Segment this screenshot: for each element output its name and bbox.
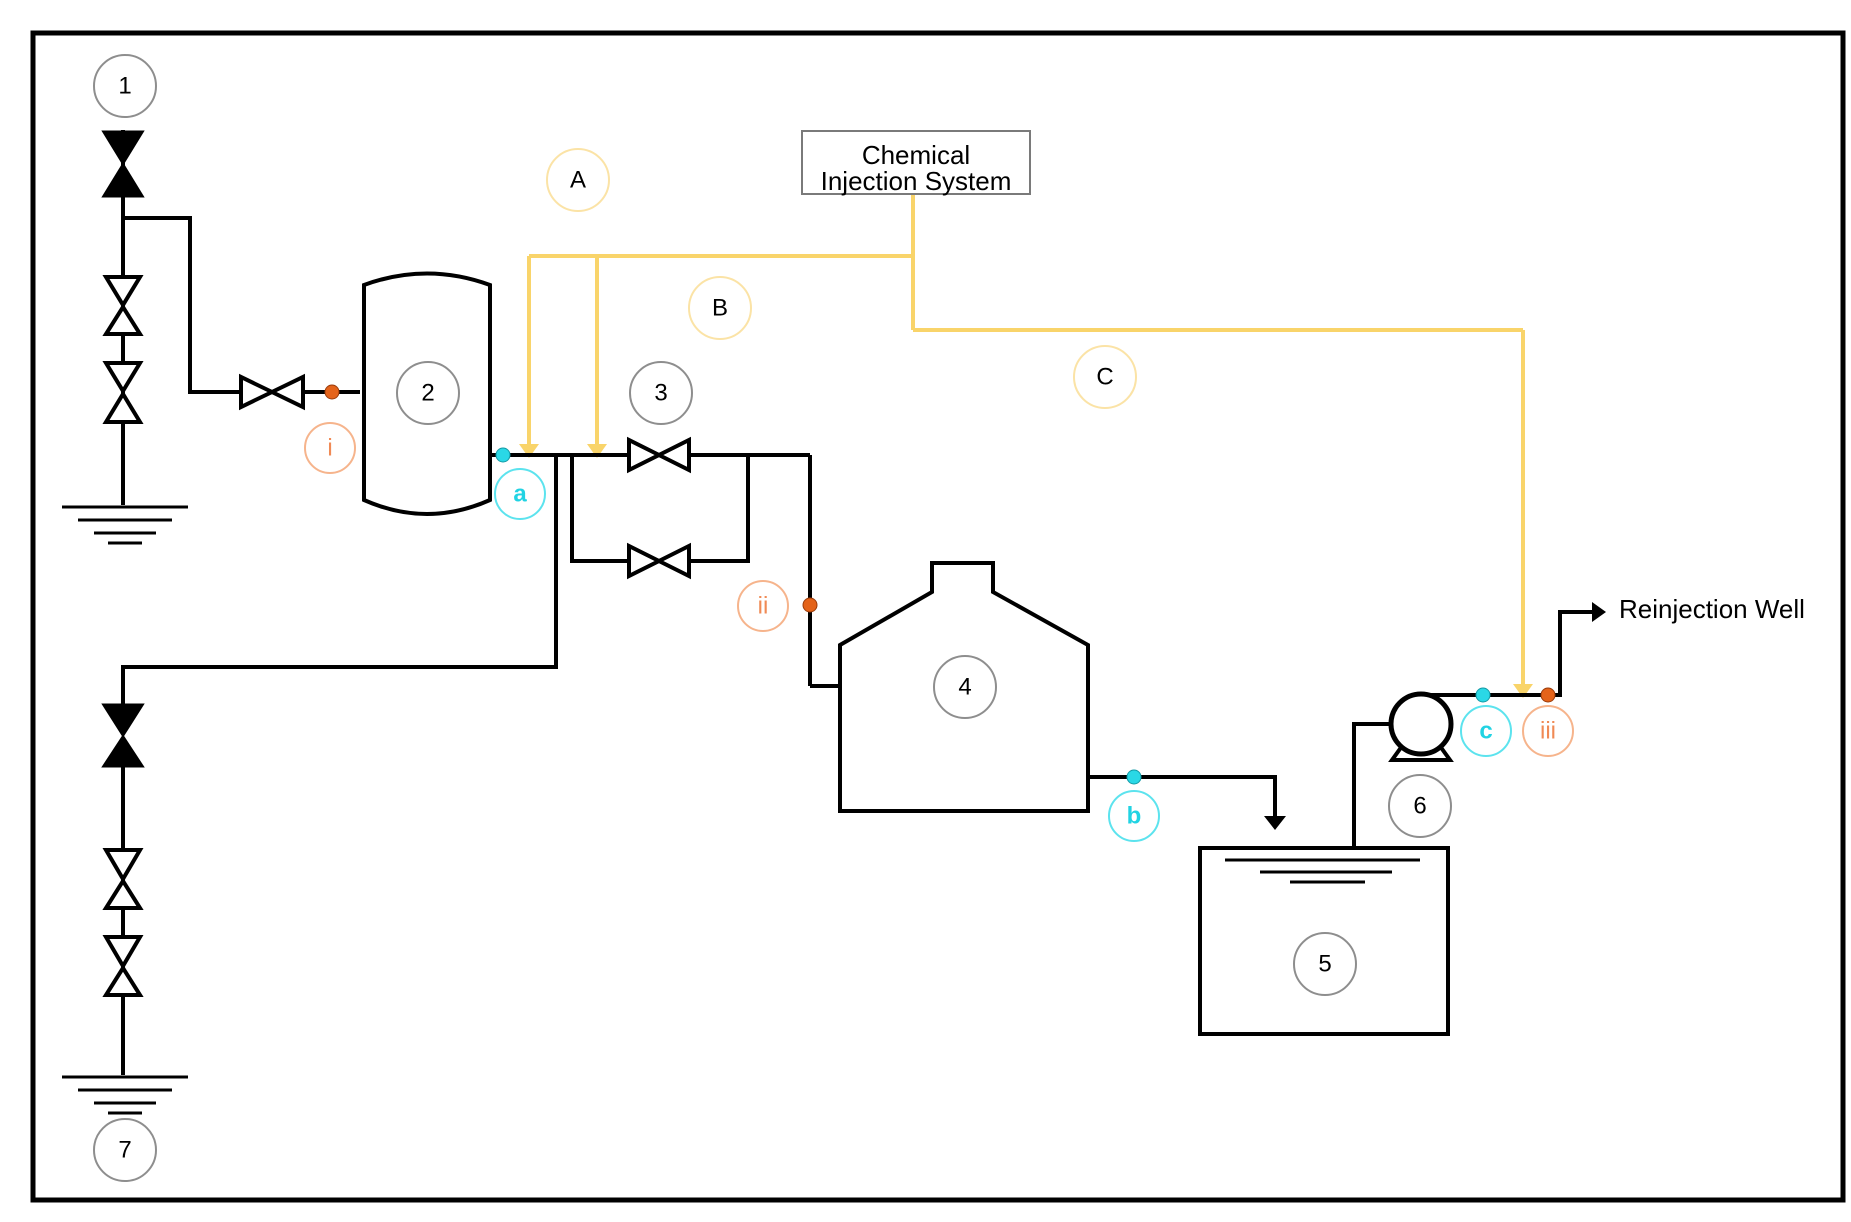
chemical-injection-arrows <box>519 444 1533 698</box>
sample-label-a-text: a <box>513 481 527 508</box>
ground-symbol-well7 <box>62 1075 188 1115</box>
injection-label-c: C <box>1073 345 1137 409</box>
sample-point-c-dot <box>1475 687 1491 703</box>
sample-label-i: i <box>304 422 356 474</box>
well1-master-valve <box>101 130 145 198</box>
injection-label-c-text: C <box>1096 364 1113 391</box>
sample-label-c-text: c <box>1479 718 1492 745</box>
sample-point-ii-dot <box>802 597 818 613</box>
equipment-label-6: 6 <box>1388 774 1452 838</box>
sample-point-i-dot <box>324 384 340 400</box>
flow-arrow-right <box>1592 602 1606 622</box>
sample-point-b-dot <box>1126 769 1142 785</box>
well7-valve-2 <box>102 848 144 910</box>
equipment-label-4-text: 4 <box>958 674 971 701</box>
sample-label-iii-text: iii <box>1540 718 1556 745</box>
well1-valve-2 <box>102 275 144 336</box>
sample-label-b: b <box>1108 790 1160 842</box>
valve-3-bypass <box>627 542 691 580</box>
sample-label-a: a <box>494 468 546 520</box>
injection-arrow-b <box>587 444 607 458</box>
pit-liquid-level <box>1225 858 1420 884</box>
reinjection-well-label: Reinjection Well <box>1619 594 1805 624</box>
chemical-box-line1: Chemical <box>862 140 970 170</box>
equipment-label-4: 4 <box>933 655 997 719</box>
equipment-label-6-text: 6 <box>1413 793 1426 820</box>
valve-3-main <box>627 436 691 474</box>
injection-label-a-text: A <box>570 167 586 194</box>
injection-arrow-a <box>519 444 539 458</box>
equipment-label-5: 5 <box>1293 932 1357 996</box>
sample-label-ii: ii <box>737 580 789 632</box>
injection-label-b-text: B <box>712 295 728 322</box>
chemical-injection-lines <box>527 195 1525 688</box>
equipment-label-3-text: 3 <box>654 380 667 407</box>
sample-label-iii: iii <box>1522 705 1574 757</box>
equipment-label-7-text: 7 <box>118 1137 131 1164</box>
equipment-label-1-text: 1 <box>118 73 131 100</box>
chemical-box-line2: Injection System <box>821 166 1012 196</box>
chemical-injection-box <box>801 130 1031 195</box>
sample-point-a-dot <box>495 447 511 463</box>
equipment-label-1: 1 <box>93 54 157 118</box>
sample-label-c: c <box>1460 705 1512 757</box>
equipment-label-2-text: 2 <box>421 380 434 407</box>
sample-label-ii-text: ii <box>758 593 769 620</box>
separator-inlet-valve <box>239 373 305 411</box>
diagram-border <box>30 30 1846 1203</box>
flow-arrow-down <box>1264 816 1286 830</box>
equipment-label-3: 3 <box>629 361 693 425</box>
equipment-label-7: 7 <box>93 1118 157 1182</box>
ground-symbol-well1 <box>62 505 188 545</box>
well7-master-valve <box>101 703 145 768</box>
well7-valve-3 <box>102 935 144 997</box>
sample-label-b-text: b <box>1127 803 1142 830</box>
sample-label-i-text: i <box>327 435 332 462</box>
injection-label-a: A <box>546 148 610 212</box>
sample-point-iii-dot <box>1540 687 1556 703</box>
injection-arrow-c <box>1513 684 1533 698</box>
well1-valve-3 <box>102 361 144 424</box>
pump <box>1388 691 1454 762</box>
injection-label-b: B <box>688 276 752 340</box>
equipment-label-2: 2 <box>396 361 460 425</box>
equipment-label-5-text: 5 <box>1318 951 1331 978</box>
